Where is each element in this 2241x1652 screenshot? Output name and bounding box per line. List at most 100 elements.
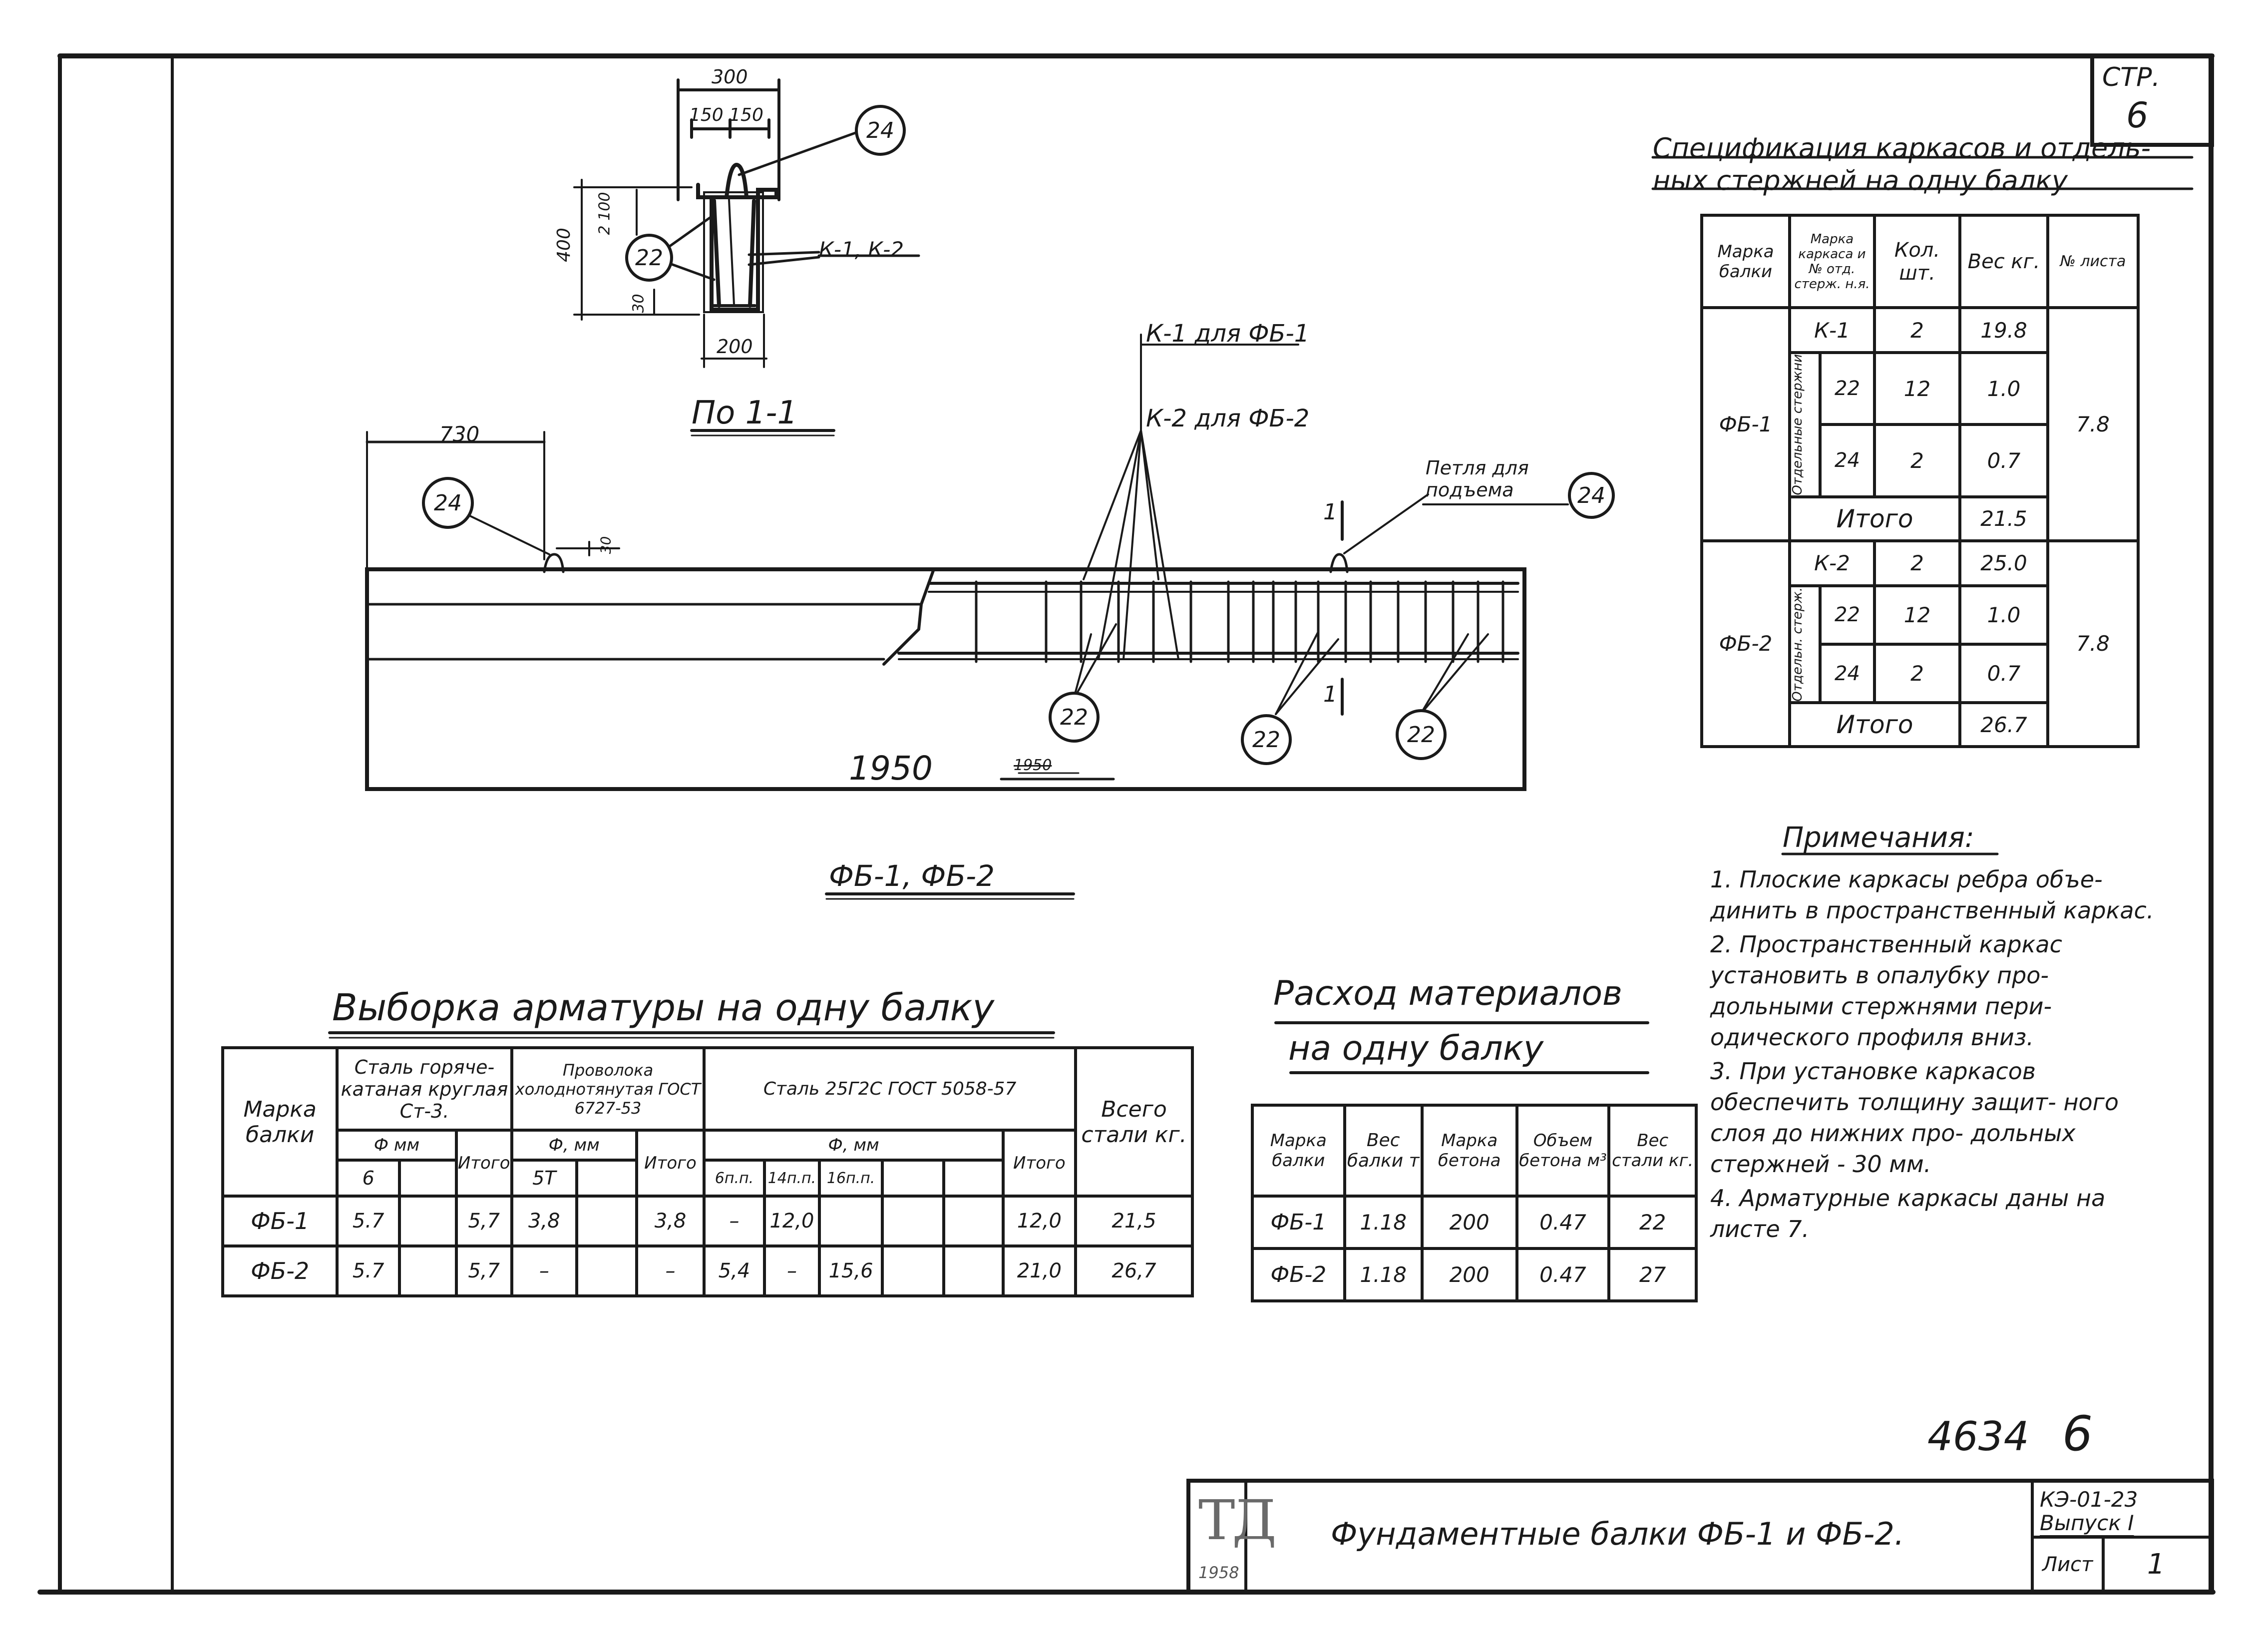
spec-rod-no: 24 [1819, 423, 1876, 498]
materials-header-beam: Марка балки [1251, 1104, 1346, 1198]
materials-cell: 1.18 [1343, 1195, 1424, 1250]
elevation-label-k2: К-2 для ФБ-2 [1146, 405, 1310, 432]
spec-sheet-2: 7.8 [2046, 539, 2140, 749]
rebar-header-d14: 14п.п. [762, 1159, 821, 1198]
rebar-header-phi: Ф, мм [510, 1129, 638, 1162]
materials-cell-beam: ФБ-2 [1251, 1247, 1346, 1302]
rebar-header-steel3: Сталь горяче- катаная круглая Ст-3. [336, 1046, 513, 1132]
rebar-header-beam: Марка балки [221, 1046, 339, 1198]
rebar-header-d6: 6 [336, 1159, 401, 1198]
rebar-cell [942, 1195, 1005, 1247]
spec-title-line1: Спецификация каркасов и отдель- [1653, 132, 2151, 164]
spec-total-label: Итого [1788, 495, 1961, 542]
spec-header-sheet: № листа [2046, 214, 2140, 309]
rebar-title: Выборка арматуры на одну балку [332, 986, 995, 1029]
callout-bubble: 22 [1241, 714, 1292, 765]
rebar-table: Марка балки Сталь горяче- катаная кругла… [221, 1046, 1194, 1297]
spec-frame-2: К-2 [1788, 539, 1876, 587]
elevation-title: ФБ-1, ФБ-2 [829, 859, 995, 893]
elevation-dim-crossed: 1950 [1014, 757, 1052, 774]
callout-bubble: 24 [855, 105, 906, 156]
spec-qty: 2 [1873, 539, 1961, 587]
page-number-box [2090, 54, 2214, 147]
rebar-header-d16: 16п.п. [818, 1159, 884, 1198]
rebar-cell: 3,8 [510, 1195, 578, 1247]
materials-cell: 0.47 [1515, 1247, 1611, 1302]
stamp-sheet-number: 1 [2147, 1548, 2165, 1581]
rebar-cell [575, 1244, 638, 1297]
materials-cell: 1.18 [1343, 1247, 1424, 1302]
logo: ТД [1198, 1488, 1277, 1552]
stamp-title: Фундаментные балки ФБ-1 и ФБ-2. [1331, 1516, 1904, 1552]
rebar-header-d6p: 6п.п. [703, 1159, 766, 1198]
page-number: 6 [2126, 95, 2149, 136]
section-dim-small-upper: 2 100 [596, 192, 614, 235]
spec-rod-no: 22 [1819, 584, 1876, 646]
notes-title: Примечания: [1783, 822, 1974, 854]
note-item: 1. Плоские каркасы ребра объе- динить в … [1710, 866, 2154, 924]
materials-title-line1: Расход материалов [1273, 974, 1623, 1013]
elevation-dim-left: 730 [439, 422, 480, 446]
rebar-cell [880, 1244, 946, 1297]
spec-vert-label: Отдельн. стерж. [1788, 584, 1822, 705]
section-dim-height: 400 [553, 228, 574, 262]
materials-header-volume: Объем бетона м³ [1515, 1104, 1611, 1198]
spec-qty: 12 [1873, 584, 1961, 646]
table-row: ФБ-1 1.18 200 0.47 22 [1251, 1195, 1698, 1250]
rebar-cell: 26,7 [1074, 1244, 1194, 1297]
callout-bubble: 22 [1049, 692, 1100, 743]
rebar-cell: 12,0 [1001, 1195, 1078, 1247]
spec-beam-1: ФБ-1 [1700, 306, 1791, 542]
section-dim-top: 300 [712, 66, 748, 88]
spec-title-line2: ных стержней на одну балку [1653, 165, 2068, 196]
materials-cell: 27 [1607, 1247, 1698, 1302]
rebar-header-d5: 5Т [510, 1159, 578, 1198]
rebar-header-empty [398, 1159, 458, 1198]
rebar-cell: – [510, 1244, 578, 1297]
rebar-header-phi: Ф, мм [703, 1129, 1005, 1162]
rebar-header-empty [575, 1159, 638, 1198]
materials-cell: 200 [1420, 1195, 1518, 1250]
page-label: СТР. [2102, 62, 2160, 92]
materials-header-weight: Вес балки т [1343, 1104, 1424, 1198]
table-row: ФБ-2 5.7 5,7 – – 5,4 – 15,6 21,0 26,7 [221, 1244, 1194, 1297]
table-row: ФБ-1 5.7 5,7 3,8 3,8 – 12,0 12,0 21,5 [221, 1195, 1194, 1247]
materials-header-steel: Вес стали кг. [1607, 1104, 1698, 1198]
elevation-label-loop: Петля для подъема [1426, 457, 1529, 501]
rebar-header-phi: Ф мм [336, 1129, 458, 1162]
section-1-1 [573, 78, 920, 436]
drawing-number: 4634 [1927, 1413, 2029, 1460]
rebar-cell: 12,0 [762, 1195, 821, 1247]
spec-header-beam: Марка балки [1700, 214, 1791, 309]
rebar-cell: 21,0 [1001, 1244, 1078, 1297]
section-dim-bottom: 200 [717, 336, 753, 358]
rebar-header-total: Всего стали кг. [1074, 1046, 1194, 1198]
note-item: 2. Пространственный каркас установить в … [1710, 931, 2062, 1051]
drawing-number-suffix: 6 [2062, 1406, 2093, 1462]
spec-weight: 1.0 [1958, 351, 2049, 426]
spec-total-weight: 26.7 [1958, 701, 2049, 749]
callout-bubble: 24 [1568, 472, 1615, 519]
spec-header-frame: Марка каркаса и № отд. стерж. н.я. [1788, 214, 1876, 309]
materials-cell-beam: ФБ-1 [1251, 1195, 1346, 1250]
spec-weight: 0.7 [1958, 642, 2049, 705]
rebar-cell [818, 1195, 884, 1247]
stamp-issue: Выпуск I [2040, 1511, 2134, 1535]
rebar-header-subtotal: Итого [1001, 1129, 1078, 1198]
rebar-cell: 5,4 [703, 1244, 766, 1297]
section-mark-top: 1 [1323, 499, 1337, 525]
materials-title-line2: на одну балку [1288, 1029, 1544, 1068]
spec-header-qty: Кол. шт. [1873, 214, 1961, 309]
stamp-sheet-label: Лист [2042, 1553, 2093, 1576]
rebar-cell [398, 1195, 458, 1247]
spec-weight: 25.0 [1958, 539, 2049, 587]
rebar-header-subtotal: Итого [454, 1129, 513, 1198]
rebar-header-empty [880, 1159, 946, 1198]
rebar-cell [398, 1244, 458, 1297]
stamp-year: 1958 [1198, 1563, 1239, 1582]
spec-frame-1: К-1 [1788, 306, 1876, 354]
elevation-label-k1: К-1 для ФБ-1 [1146, 320, 1310, 348]
rebar-header-subtotal: Итого [635, 1129, 706, 1198]
rebar-cell [880, 1195, 946, 1247]
beam-elevation [365, 334, 1569, 900]
